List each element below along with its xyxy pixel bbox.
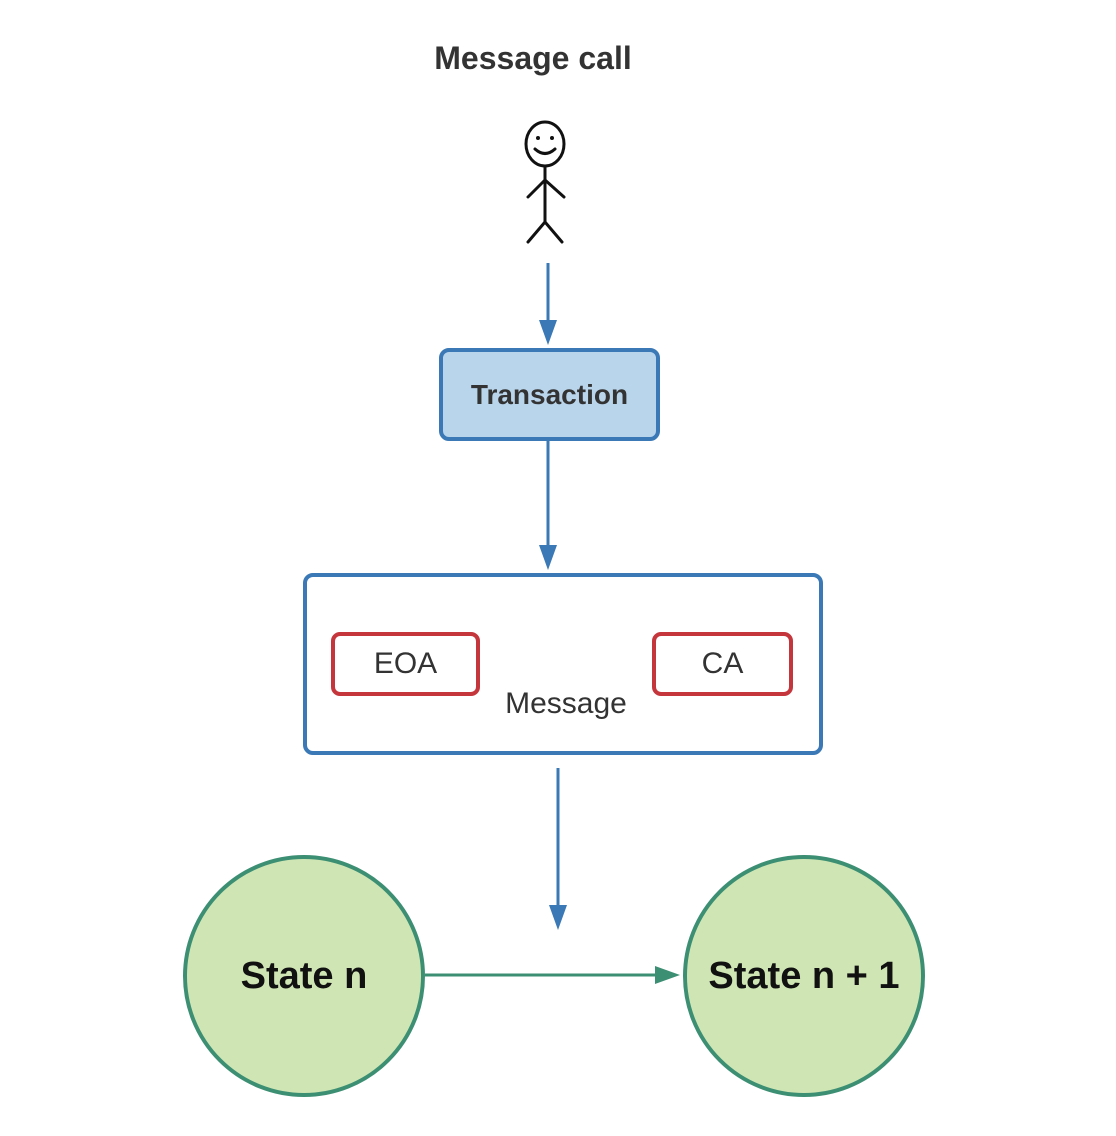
arrow-message-box-to-state-transition [549, 768, 567, 930]
arrow-user-to-transaction [539, 263, 557, 345]
message-label: Message [505, 687, 627, 720]
eoa-node: EOA [331, 632, 480, 696]
transaction-label: Transaction [470, 378, 629, 410]
user-figure-icon [524, 120, 566, 244]
state-n-node: State n [183, 855, 425, 1097]
ca-node: CA [652, 632, 793, 696]
state-n-plus-1-label: State n + 1 [708, 954, 900, 997]
arrow-transaction-to-message-box [539, 439, 557, 570]
ca-label: CA [701, 647, 744, 680]
state-n-label: State n [240, 954, 368, 997]
eoa-label: EOA [373, 647, 438, 680]
transaction-node: Transaction [439, 348, 660, 441]
diagram-title: Message call [434, 40, 632, 76]
state-n-plus-1-node: State n + 1 [683, 855, 925, 1097]
arrow-state-transition [425, 966, 680, 984]
